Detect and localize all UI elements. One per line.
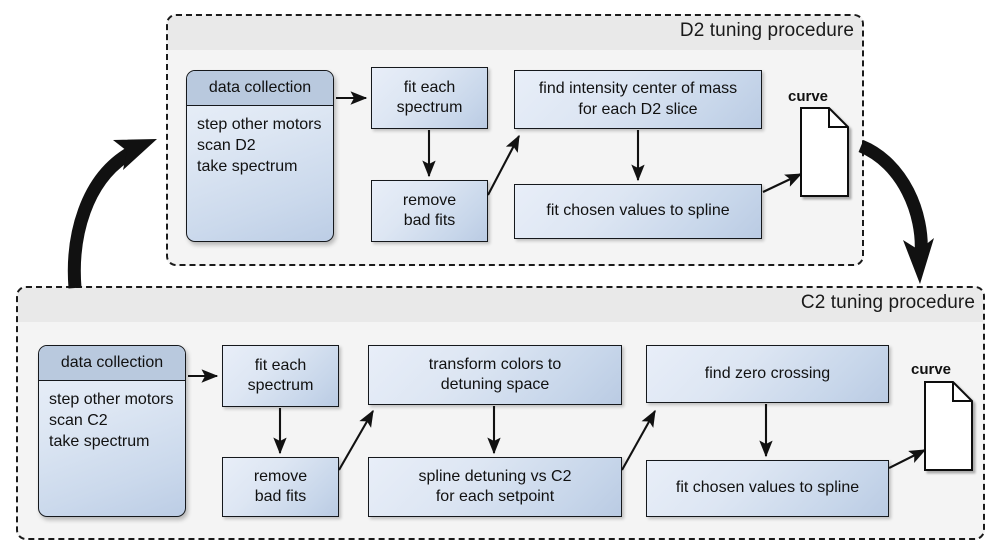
node-d2-remove-bad-fits-line1: remove [402, 191, 457, 209]
group-d2-header [168, 16, 862, 50]
node-c2-spline-detuning-line1: spline detuning vs C2 [418, 467, 572, 485]
node-c2-transform-colors[interactable]: transform colors to detuning space [368, 345, 622, 405]
node-c2-spline-detuning-line2: for each setpoint [435, 488, 555, 505]
node-c2-transform-colors-line2: detuning space [440, 376, 550, 393]
c2-step-1: step other motors [49, 391, 174, 408]
c2-data-collection-header: data collection [39, 346, 185, 381]
node-d2-find-center-of-mass-line2: for each D2 slice [578, 100, 698, 118]
node-c2-fit-chosen-values-to-spline-label: fit chosen values to spline [675, 479, 860, 497]
d2-step-1: step other motors [197, 116, 322, 133]
node-c2-fit-chosen-values-to-spline[interactable]: fit chosen values to spline [646, 460, 889, 517]
arrow-c2-to-d2-feedback [67, 139, 157, 289]
node-d2-fit-chosen-values-to-spline[interactable]: fit chosen values to spline [514, 184, 762, 239]
node-c2-spline-detuning-vs-c2[interactable]: spline detuning vs C2 for each setpoint [368, 457, 622, 517]
node-c2-fit-each-spectrum-line1: fit each [254, 356, 307, 374]
node-c2-find-zero-crossing-label: find zero crossing [704, 364, 831, 382]
group-c2-header [18, 288, 983, 322]
node-d2-remove-bad-fits[interactable]: remove bad fits [371, 180, 488, 242]
d2-data-collection-steps: step other motors scan D2 take spectrum [187, 106, 333, 177]
node-d2-find-center-of-mass-line1: find intensity center of mass [538, 80, 738, 98]
c2-step-3: take spectrum [49, 433, 150, 451]
c2-output-curve-label: curve [911, 361, 952, 378]
d2-output-curve-label: curve [788, 88, 829, 105]
c2-data-collection-steps: step other motors scan C2 take spectrum [39, 381, 185, 452]
node-d2-fit-each-spectrum[interactable]: fit each spectrum [371, 67, 488, 129]
node-d2-fit-chosen-values-to-spline-label: fit chosen values to spline [546, 202, 730, 220]
node-d2-fit-each-spectrum-line1: fit each [403, 78, 456, 96]
node-c2-fit-each-spectrum-line2: spectrum [247, 377, 314, 394]
node-c2-fit-each-spectrum[interactable]: fit each spectrum [222, 345, 339, 407]
d2-data-collection-header: data collection [187, 71, 333, 106]
group-c2-title: C2 tuning procedure [800, 292, 975, 313]
c2-data-collection-box[interactable]: data collection step other motors scan C… [38, 345, 186, 517]
d2-step-2: scan D2 [197, 137, 256, 155]
node-c2-remove-bad-fits-line1: remove [253, 467, 308, 485]
node-c2-remove-bad-fits-line2: bad fits [254, 488, 307, 505]
node-d2-remove-bad-fits-line2: bad fits [403, 212, 456, 229]
arrow-d2-to-c2 [858, 139, 934, 284]
node-d2-fit-each-spectrum-line2: spectrum [396, 99, 463, 116]
node-c2-find-zero-crossing[interactable]: find zero crossing [646, 345, 889, 403]
d2-data-collection-box[interactable]: data collection step other motors scan D… [186, 70, 334, 242]
c2-step-2: scan C2 [49, 412, 108, 430]
group-d2-title: D2 tuning procedure [679, 20, 854, 41]
node-c2-remove-bad-fits[interactable]: remove bad fits [222, 457, 339, 517]
node-d2-find-center-of-mass[interactable]: find intensity center of mass for each D… [514, 70, 762, 129]
node-c2-transform-colors-line1: transform colors to [428, 355, 562, 373]
d2-step-3: take spectrum [197, 158, 298, 176]
